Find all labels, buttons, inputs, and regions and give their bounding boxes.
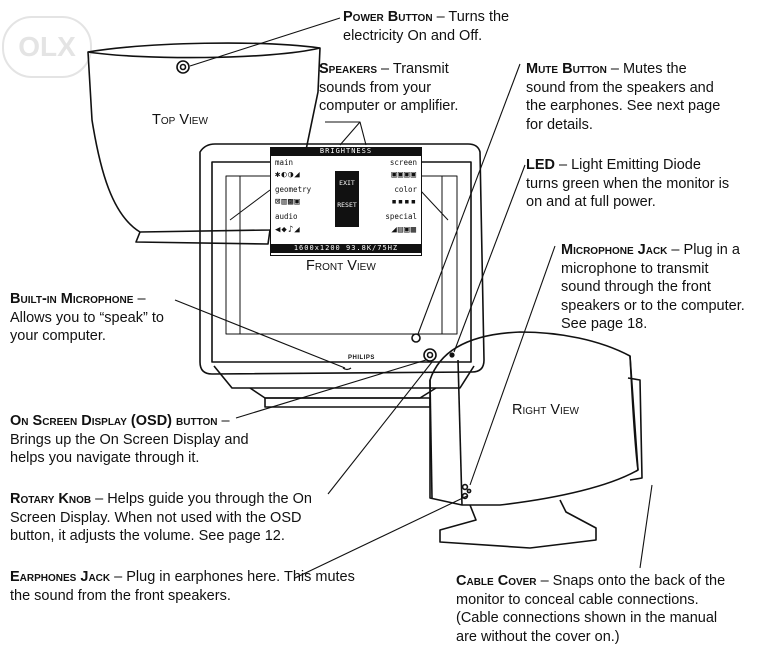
callout-line: turns green when the monitor is <box>526 175 730 192</box>
osd-menu-special: special <box>385 212 417 221</box>
osd-exit-label: EXIT <box>339 179 355 187</box>
callout-line: Microphone Jack – Plug in a <box>561 242 740 258</box>
callout-line: your computer. <box>10 328 106 344</box>
osd-menu-color: color <box>394 185 417 194</box>
osd-menu-screen: screen <box>389 158 417 167</box>
callout-line: Screen Display. When not used with the O… <box>10 509 302 526</box>
callout-line: On Screen Display (OSD) button – <box>10 413 230 429</box>
callout-heading: Power Button <box>343 9 433 25</box>
callout-line: monitor to conceal cable connections. <box>456 591 699 608</box>
callout-line: electricity On and Off. <box>343 27 483 44</box>
osd-title-bar: BRIGHTNESS <box>271 147 421 156</box>
callout-heading: LED <box>526 157 555 173</box>
osd-menu-audio: audio <box>275 212 298 221</box>
callout-speakers: Speakers – Transmit sounds from your com… <box>319 60 458 116</box>
leader-lines <box>174 17 653 579</box>
callout-led: LED – Light Emitting Diode turns green w… <box>526 156 729 212</box>
osd-audio-icons: ◀◆♪◢ <box>275 225 301 235</box>
callout-line: button, it adjusts the volume. See page … <box>10 528 285 544</box>
callout-line: See page 18. <box>561 316 648 332</box>
callout-heading: On Screen Display (OSD) button <box>10 413 218 429</box>
callout-line: Power Button – Turns the <box>343 9 510 25</box>
callout-line: Allows you to “speak” to <box>10 309 164 326</box>
callout-line: Cable Cover – Snaps onto the back of the <box>456 573 726 589</box>
callout-heading: Earphones Jack <box>10 569 111 585</box>
callout-line: microphone to transmit <box>561 260 709 277</box>
callout-line: Earphones Jack – Plug in earphones here.… <box>10 569 355 585</box>
callout-line: are without the cover on.) <box>456 628 620 645</box>
osd-screen: BRIGHTNESS main screen ✱◐◑◢ ▣▣▣▣ geometr… <box>270 147 422 256</box>
callout-line: Mute Button – Mutes the <box>526 61 687 77</box>
callout-line: LED – Light Emitting Diode <box>526 157 701 173</box>
callout-osd-button: On Screen Display (OSD) button – Brings … <box>10 412 249 468</box>
osd-status-bar: 1600x1200 93.8K/75HZ <box>271 244 421 253</box>
callout-line: for details. <box>526 116 593 133</box>
callout-line: Rotary Knob – Helps guide you through th… <box>10 491 312 507</box>
right-view-drawing <box>429 331 643 549</box>
callout-heading: Mute Button <box>526 61 607 77</box>
callout-heading: Rotary Knob <box>10 491 92 507</box>
osd-color-icons: ▪▪▪▪ <box>391 197 417 207</box>
front-view-drawing <box>199 143 485 408</box>
front-view-label: Front View <box>306 258 376 274</box>
callout-heading: Microphone Jack <box>561 242 668 258</box>
osd-center-panel: EXIT RESET <box>335 171 359 227</box>
callout-heading: Speakers <box>319 61 378 77</box>
callout-mute-button: Mute Button – Mutes the sound from the s… <box>526 60 720 134</box>
callout-line: helps you navigate through it. <box>10 450 200 466</box>
callout-line: computer or amplifier. <box>319 98 459 114</box>
osd-screen-icons: ▣▣▣▣ <box>391 170 417 180</box>
osd-menu-geometry: geometry <box>275 185 312 194</box>
callout-line: sounds from your <box>319 79 432 96</box>
callout-heading: Cable Cover <box>456 573 537 589</box>
callout-microphone-jack: Microphone Jack – Plug in a microphone t… <box>561 241 745 334</box>
monitor-brand-label: PHILIPS <box>348 355 375 361</box>
callout-cable-cover: Cable Cover – Snaps onto the back of the… <box>456 572 725 646</box>
callout-rotary-knob: Rotary Knob – Helps guide you through th… <box>10 490 312 546</box>
callout-line: the earphones. See next page <box>526 98 721 114</box>
callout-line: speakers or to the computer. <box>561 297 745 314</box>
callout-earphones-jack: Earphones Jack – Plug in earphones here.… <box>10 568 355 605</box>
callout-line: sound from the speakers and <box>526 79 714 96</box>
top-view-drawing <box>87 42 321 245</box>
callout-line: on and at full power. <box>526 194 656 210</box>
osd-reset-label: RESET <box>337 201 357 209</box>
callout-line: Built-in Microphone – <box>10 291 146 307</box>
callout-heading: Built-in Microphone <box>10 291 134 307</box>
watermark-logo: OLX <box>2 16 92 78</box>
callout-line: (Cable connections shown in the manual <box>456 610 718 626</box>
callout-line: Speakers – Transmit <box>319 61 449 77</box>
right-view-label: Right View <box>512 402 579 418</box>
osd-special-icons: ◢▤▣▦ <box>391 225 417 235</box>
callout-line: Brings up the On Screen Display and <box>10 431 249 448</box>
callout-builtin-microphone: Built-in Microphone – Allows you to “spe… <box>10 290 164 346</box>
osd-main-icons: ✱◐◑◢ <box>275 170 301 180</box>
callout-power-button: Power Button – Turns the electricity On … <box>343 8 509 45</box>
top-view-label: Top View <box>152 112 208 128</box>
osd-geometry-icons: ⊠▥▩▣ <box>275 197 301 207</box>
osd-menu-main: main <box>275 158 294 167</box>
callout-line: the sound from the front speakers. <box>10 587 231 604</box>
callout-line: sound through the front <box>561 279 711 295</box>
